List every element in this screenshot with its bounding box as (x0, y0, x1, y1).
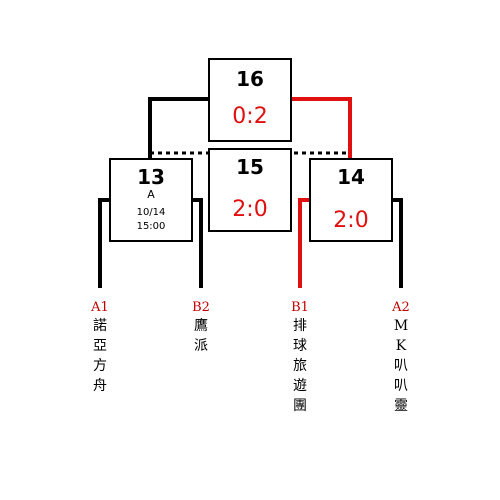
team-b1-name-char: 球 (293, 338, 307, 354)
team-a2-name-char: M (393, 318, 409, 334)
team-b1-name-char: 旅 (293, 358, 307, 374)
line-13-to-a1 (98, 198, 111, 288)
match-15-number: 15 (236, 155, 264, 179)
match-14-number: 14 (337, 165, 365, 189)
line-16-to-14 (290, 97, 352, 160)
match-13-number: 13 (137, 165, 165, 189)
match-16-number: 16 (236, 67, 264, 91)
team-a2-name-char: 叭 (394, 358, 408, 374)
match-13-court: A (147, 188, 155, 201)
team-b1-name-char: 遊 (293, 378, 307, 394)
match-15-box[interactable]: 15 2:0 (208, 148, 292, 232)
team-b2-name-char: 派 (194, 338, 208, 354)
match-16-box[interactable]: 16 0:2 (208, 58, 292, 142)
match-15-score: 2:0 (232, 197, 268, 222)
match-16-score: 0:2 (232, 104, 268, 129)
team-a1-name-char: 諾 (93, 318, 107, 334)
team-a2-name-char: K (395, 338, 407, 354)
team-b1-name-char: 團 (293, 398, 307, 414)
match-14-score: 2:0 (333, 208, 369, 233)
team-a2-name-char: 靈 (394, 398, 408, 414)
team-b2-seed: B2 (192, 300, 210, 315)
line-14-to-a2 (391, 198, 403, 288)
line-16-to-13 (148, 97, 210, 158)
team-a2[interactable]: A2 M K 叭 叭 靈 (390, 300, 412, 416)
match-13-box[interactable]: 13 A 10/14 15:00 (109, 158, 193, 242)
team-a1-name-char: 亞 (93, 338, 107, 354)
team-a1-name-char: 舟 (93, 378, 107, 394)
line-13-to-b2 (191, 198, 203, 288)
match-14-box[interactable]: 14 2:0 (309, 158, 393, 242)
team-b1-seed: B1 (291, 300, 309, 315)
match-13-date: 10/14 (136, 207, 166, 218)
team-b2[interactable]: B2 鷹 派 (190, 300, 212, 356)
team-a2-name-char: 叭 (394, 378, 408, 394)
team-a1-seed: A1 (91, 300, 109, 315)
match-13-time: 15:00 (136, 221, 166, 232)
team-b1-name-char: 排 (293, 318, 307, 334)
team-a1[interactable]: A1 諾 亞 方 舟 (89, 300, 111, 396)
team-a2-seed: A2 (392, 300, 410, 315)
team-a1-name-char: 方 (93, 358, 107, 374)
line-14-to-b1 (298, 198, 311, 288)
team-b1[interactable]: B1 排 球 旅 遊 團 (289, 300, 311, 416)
team-b2-name-char: 鷹 (194, 318, 208, 334)
